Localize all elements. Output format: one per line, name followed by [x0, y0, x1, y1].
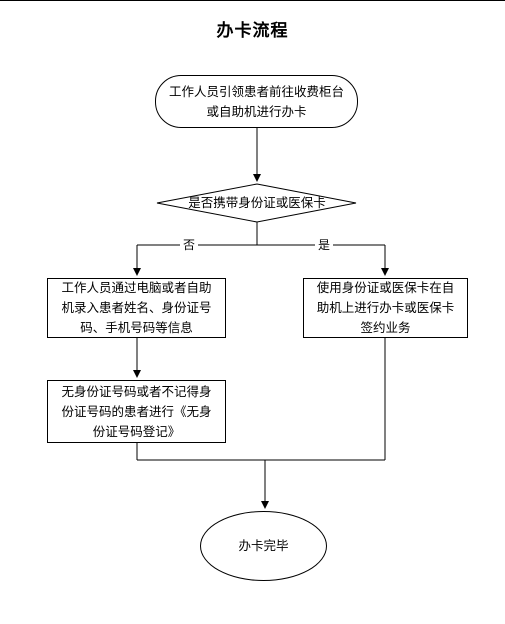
branch-label-yes: 是: [315, 236, 334, 253]
no-step1-node: 工作人员通过电脑或者自助 机录入患者姓名、身份证号 码、手机号码等信息: [47, 278, 226, 338]
flowchart-title: 办卡流程: [216, 21, 289, 41]
no-step2-node: 无身份证号码或者不记得身 份证号码的患者进行《无身 份证号码登记》: [47, 380, 226, 443]
decision-label: 是否携带身份证或医保卡: [188, 195, 326, 210]
start-node: 工作人员引领患者前往收费柜台 或自助机进行办卡: [155, 75, 358, 128]
yes-step-node: 使用身份证或医保卡在自 助机上进行办卡或医保卡 签约业务: [303, 278, 468, 338]
top-border-line: [0, 0, 505, 1]
branch-label-no: 否: [180, 236, 199, 253]
end-node: 办卡完毕: [200, 511, 327, 581]
